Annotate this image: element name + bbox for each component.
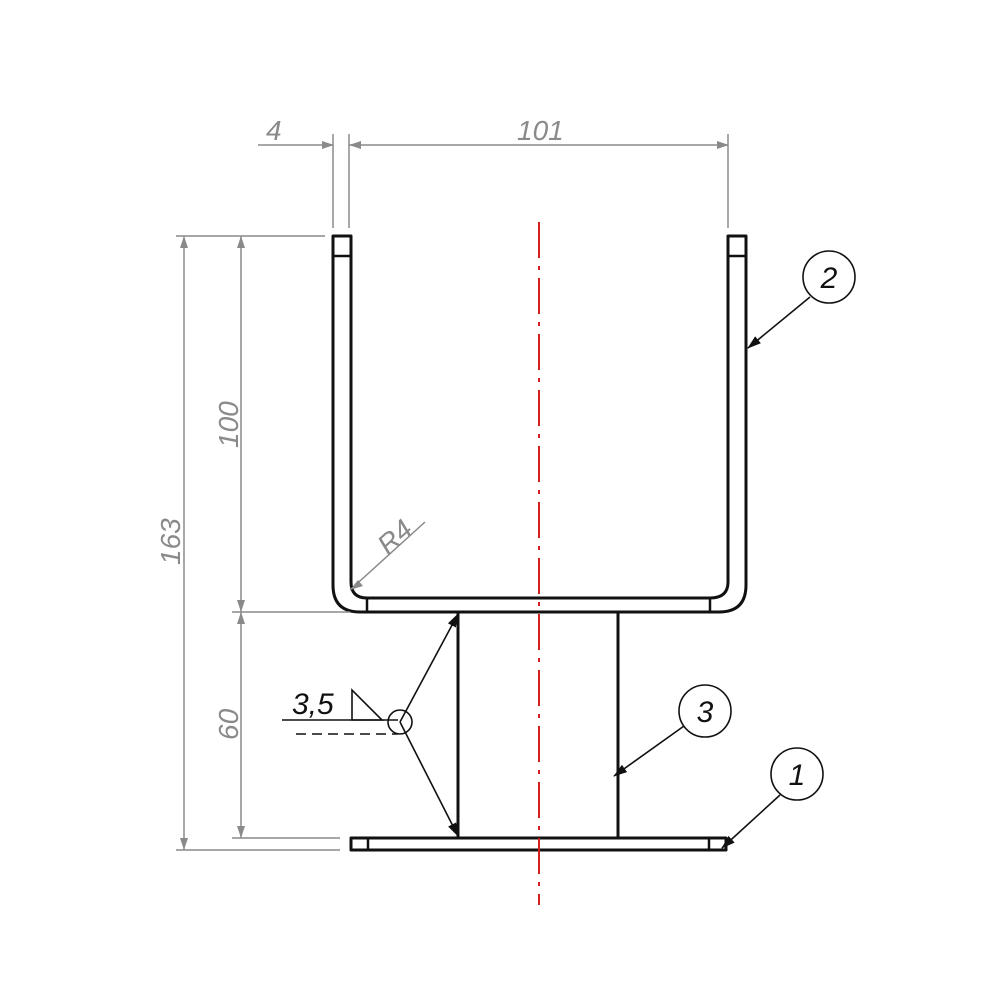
weld-all-around-icon [387,709,413,735]
dimension-thickness-label: 4 [266,115,282,146]
stem-tube [456,612,620,838]
dimension-heights: 163 100 60 [155,235,350,851]
balloon-part-2: 2 [747,250,856,349]
dimension-radius: R4 [349,513,426,591]
dimension-cup-height-label: 100 [213,401,244,448]
balloon-part-1-label: 1 [789,759,806,792]
dimension-total-height-label: 163 [155,518,186,565]
dimension-radius-label: R4 [371,513,418,560]
balloon-part-1: 1 [721,747,824,849]
u-bracket [331,234,748,614]
balloon-part-3: 3 [613,684,732,777]
dimension-stem-height-label: 60 [213,708,244,740]
weld-size-label: 3,5 [292,688,334,721]
dimension-width-label: 101 [517,115,564,146]
balloon-part-2-label: 2 [820,262,838,295]
dimension-width: 4 101 [258,115,729,228]
weld-symbol: 3,5 [282,613,459,837]
balloon-part-3-label: 3 [697,696,714,729]
